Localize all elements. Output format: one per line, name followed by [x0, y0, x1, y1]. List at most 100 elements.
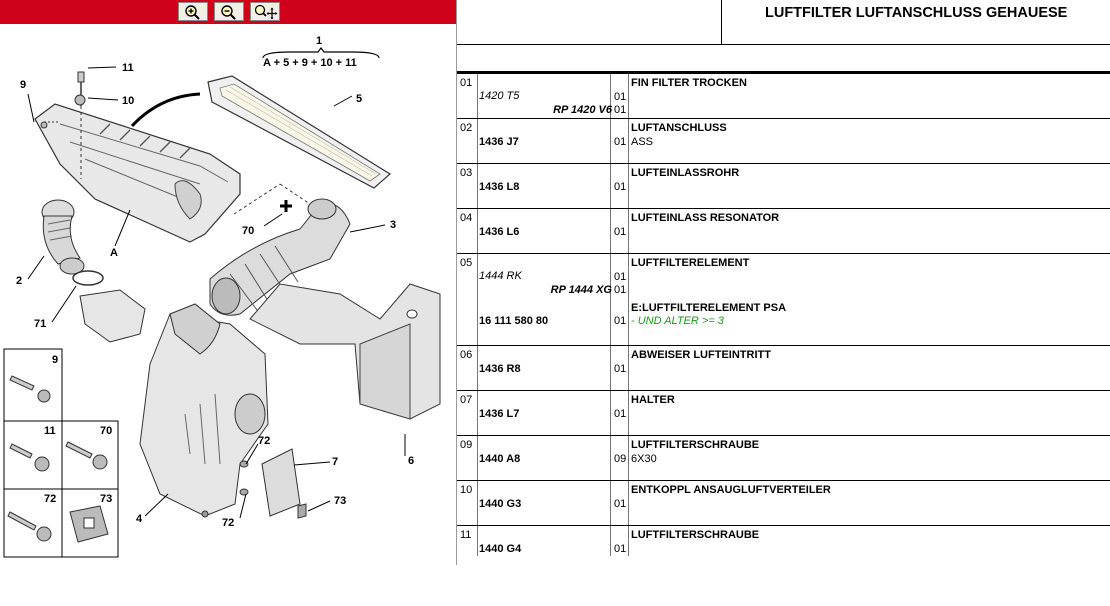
- header-rule: [457, 71, 1110, 74]
- inset-grid: [3, 348, 119, 558]
- callout-A: A: [110, 247, 118, 259]
- part-name: LUFTANSCHLUSS: [631, 122, 727, 134]
- table-row[interactable]: 06 1436 R8 01 ABWEISER LUFTEINTRITT: [457, 346, 1110, 391]
- part-name: ENTKOPPL ANSAUGLUFTVERTEILER: [631, 484, 831, 496]
- table-row[interactable]: 10 1440 G3 01 ENTKOPPL ANSAUGLUFTVERTEIL…: [457, 481, 1110, 526]
- callout-7: 7: [332, 456, 338, 468]
- grid-label-11: 11: [44, 425, 56, 437]
- callout-11: 11: [122, 62, 134, 74]
- zoom-out-button[interactable]: [214, 2, 244, 21]
- callout-10: 10: [122, 95, 134, 107]
- air-filter-housing: [139, 303, 269, 518]
- callout-72-bottom: 72: [222, 517, 234, 529]
- part-ref[interactable]: 1440 A8: [479, 453, 521, 465]
- quantity: 01: [614, 315, 627, 327]
- filter-element: [207, 75, 392, 189]
- part-ref[interactable]: 1440 G3: [479, 498, 522, 510]
- quantity: 01: [614, 136, 627, 148]
- zoom-pan-button[interactable]: [250, 2, 280, 21]
- callout-9: 9: [20, 79, 26, 91]
- clamp: [72, 270, 104, 286]
- quantity: 01: [614, 408, 627, 420]
- grid-label-72: 72: [44, 493, 56, 505]
- intake-connector: [79, 289, 146, 343]
- parts-list-panel: LUFTFILTER LUFTANSCHLUSS GEHAUESE 01 142…: [457, 0, 1110, 565]
- zoom-out-icon: [221, 4, 236, 20]
- grid-label-70: 70: [100, 425, 112, 437]
- part-ref[interactable]: 1436 R8: [479, 363, 521, 375]
- grid-label-73: 73: [100, 493, 112, 505]
- callout-4: 4: [136, 513, 143, 525]
- callout-71: 71: [34, 318, 46, 330]
- table-row[interactable]: 11 1440 G4 01 LUFTFILTERSCHRAUBE: [457, 526, 1110, 556]
- page-title: LUFTFILTER LUFTANSCHLUSS GEHAUESE: [765, 5, 1068, 21]
- callout-5: 5: [356, 93, 362, 105]
- quantity: 01: [614, 181, 627, 193]
- part-name: ABWEISER LUFTEINTRITT: [631, 349, 771, 361]
- callout-70: 70: [242, 225, 254, 237]
- item-number: 01: [460, 77, 473, 89]
- zoom-in-button[interactable]: [178, 2, 208, 21]
- table-row[interactable]: 03 1436 L8 01 LUFTEINLASSROHR: [457, 164, 1110, 209]
- part-name: LUFTEINLASS RESONATOR: [631, 212, 780, 224]
- parts-table: 01 1420 T5 RP 1420 V6 01 01 FIN FILTER T…: [457, 74, 1110, 556]
- kit-bracket: [262, 47, 380, 59]
- inlet-pipe: [209, 198, 351, 316]
- table-row[interactable]: 04 1436 L6 01 LUFTEINLASS RESONATOR: [457, 209, 1110, 254]
- part-name: LUFTFILTERSCHRAUBE: [631, 439, 760, 451]
- part-ref[interactable]: 1436 L7: [479, 408, 520, 420]
- part-ref[interactable]: 1436 L8: [479, 181, 520, 193]
- item-number: 02: [460, 122, 473, 134]
- quantity: 01: [614, 271, 627, 283]
- callout-3: 3: [390, 219, 396, 231]
- diagram-toolbar: [0, 0, 456, 24]
- diagram-panel: 1 A + 5 + 9 + 10 + 11 11 10 9 5 3 70 A 2…: [0, 0, 457, 565]
- part-note: 6X30: [631, 453, 657, 465]
- part-ref[interactable]: 16 111 580 80: [479, 315, 549, 327]
- item-number: 09: [460, 439, 473, 451]
- quantity: 01: [614, 543, 627, 555]
- quantity: 01: [614, 104, 627, 116]
- part-name: LUFTFILTERSCHRAUBE: [631, 529, 760, 541]
- part-ref-rp[interactable]: RP 1420 V6: [553, 104, 612, 116]
- condition-note: - UND ALTER >= 3: [631, 315, 724, 327]
- item-number: 05: [460, 257, 473, 269]
- table-row[interactable]: 09 1440 A8 09 LUFTFILTERSCHRAUBE 6X30: [457, 436, 1110, 481]
- item-number: 10: [460, 484, 473, 496]
- air-hose: [41, 199, 85, 275]
- leader-lines: [27, 66, 406, 519]
- part-name: FIN FILTER TROCKEN: [631, 77, 747, 89]
- callout-73: 73: [334, 495, 346, 507]
- zoom-pan-icon: [254, 4, 278, 19]
- part-ref[interactable]: 1436 J7: [479, 136, 519, 148]
- item-number: 11: [460, 529, 472, 541]
- item-number: 03: [460, 167, 473, 179]
- quantity: 01: [614, 284, 627, 296]
- callout-6: 6: [408, 455, 414, 467]
- table-row[interactable]: 01 1420 T5 RP 1420 V6 01 01 FIN FILTER T…: [457, 74, 1110, 119]
- parts-header: LUFTFILTER LUFTANSCHLUSS GEHAUESE: [457, 0, 1110, 45]
- callout-72-top: 72: [258, 435, 270, 447]
- quantity: 01: [614, 91, 627, 103]
- quantity: 01: [614, 226, 627, 238]
- air-filter-diagram: 1 A + 5 + 9 + 10 + 11 11 10 9 5 3 70 A 2…: [3, 35, 441, 558]
- callout-kit-formula: A + 5 + 9 + 10 + 11: [263, 57, 357, 69]
- table-row[interactable]: 05 1444 RK RP 1444 XG 01 01 LUFTFILTEREL…: [457, 254, 1110, 346]
- screws-group: [40, 71, 86, 179]
- air-deflector: [249, 283, 441, 420]
- part-ref-rp[interactable]: RP 1444 XG: [550, 284, 612, 296]
- item-number: 07: [460, 394, 473, 406]
- air-intake-manifold: [34, 103, 241, 243]
- callout-2: 2: [16, 275, 22, 287]
- table-row[interactable]: 02 1436 J7 01 LUFTANSCHLUSS ASS: [457, 119, 1110, 164]
- part-ref[interactable]: 1436 L6: [479, 226, 520, 238]
- grid-label-9: 9: [52, 354, 58, 366]
- part-ref[interactable]: 1440 G4: [479, 543, 522, 555]
- part-name: LUFTEINLASSROHR: [631, 167, 740, 179]
- header-divider: [721, 0, 722, 44]
- table-row[interactable]: 07 1436 L7 01 HALTER: [457, 391, 1110, 436]
- zoom-in-icon: [185, 4, 200, 20]
- item-number: 06: [460, 349, 473, 361]
- item-number: 04: [460, 212, 473, 224]
- quantity: 01: [614, 363, 627, 375]
